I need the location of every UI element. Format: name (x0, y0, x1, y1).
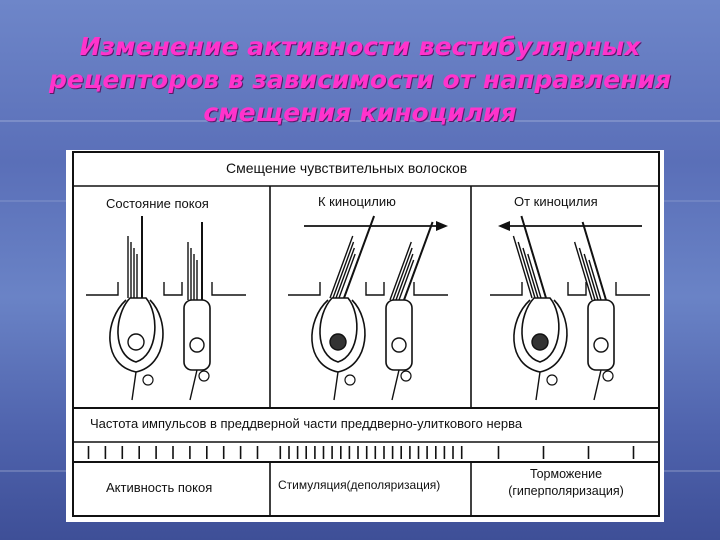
activity-inhibition: Торможение (гиперполяризация) (508, 467, 624, 498)
diagram-drawing (72, 151, 660, 517)
title-line-2: рецепторов в зависимости от направления (48, 65, 672, 94)
title-line-1: Изменение активности вестибулярных (79, 32, 641, 61)
activity-rest: Активность покоя (106, 480, 213, 495)
column-label-away: От киноцилия (514, 194, 598, 209)
receptor-diagram: Смещение чувствительных волосков Состоян… (66, 150, 664, 522)
hair-cell-pair (490, 215, 650, 401)
frequency-label: Частота импульсов в преддверной части пр… (90, 416, 523, 431)
activity-stimulation: Стимуляция(деполяризация) (278, 478, 441, 492)
diagram-header: Смещение чувствительных волосков (226, 160, 468, 176)
column-label-rest: Состояние покоя (106, 196, 209, 211)
hair-cell-pair (86, 216, 246, 401)
slide-title: Изменение активности вестибулярных рецеп… (20, 30, 700, 129)
column-label-toward: К киноцилию (318, 194, 396, 209)
arrow-left-icon (498, 221, 510, 231)
title-line-3: смещения киноцилия (203, 98, 517, 127)
hair-cell-pair (288, 215, 448, 401)
arrow-right-icon (436, 221, 448, 231)
